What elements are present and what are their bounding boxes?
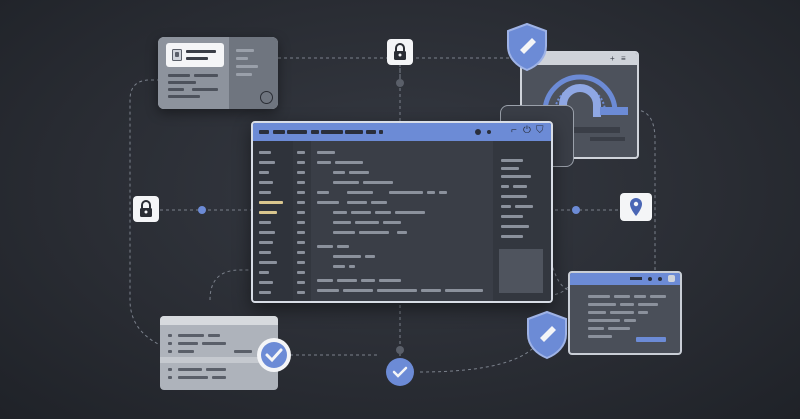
editor-gutter (293, 141, 311, 301)
shield-icon (527, 310, 567, 360)
check-icon (257, 338, 291, 372)
editor-minimap-panel (493, 141, 551, 301)
connector-node (396, 346, 404, 354)
toggle-indicator (260, 91, 273, 104)
monitor-card-titlebar: + ≡ (522, 53, 637, 65)
lock-badge-left (133, 196, 159, 222)
gauge-graphic (542, 74, 628, 141)
lock-badge-top (387, 39, 413, 65)
log-card-titlebar (570, 273, 680, 285)
connector-node (396, 79, 404, 87)
log-card (568, 271, 682, 355)
action-bar (636, 337, 666, 342)
document-icon (172, 49, 182, 61)
branch-icon: ⌐ (511, 125, 517, 136)
connector-node (198, 206, 206, 214)
connector-node (572, 206, 580, 214)
lock-icon (394, 43, 406, 60)
location-badge (620, 193, 652, 221)
editor-titlebar: ⌐ ⏻ ⛉ (253, 123, 551, 141)
menu-icon: ≡ (621, 54, 626, 63)
shield-icon (507, 22, 547, 72)
code-editor-window: ⌐ ⏻ ⛉ (251, 121, 553, 303)
checklist-card-titlebar (160, 316, 278, 325)
check-icon (386, 358, 414, 386)
plus-icon: + (610, 54, 615, 63)
card-header-block (166, 43, 224, 67)
lock-icon (140, 200, 152, 217)
minimap-block (499, 249, 543, 293)
shield-small-icon: ⛉ (536, 125, 544, 136)
row-divider (160, 357, 278, 363)
editor-code-area (311, 141, 493, 301)
editor-file-tree (253, 141, 293, 301)
map-pin-icon (630, 198, 642, 216)
identity-card (158, 37, 278, 109)
power-icon: ⏻ (523, 125, 531, 136)
